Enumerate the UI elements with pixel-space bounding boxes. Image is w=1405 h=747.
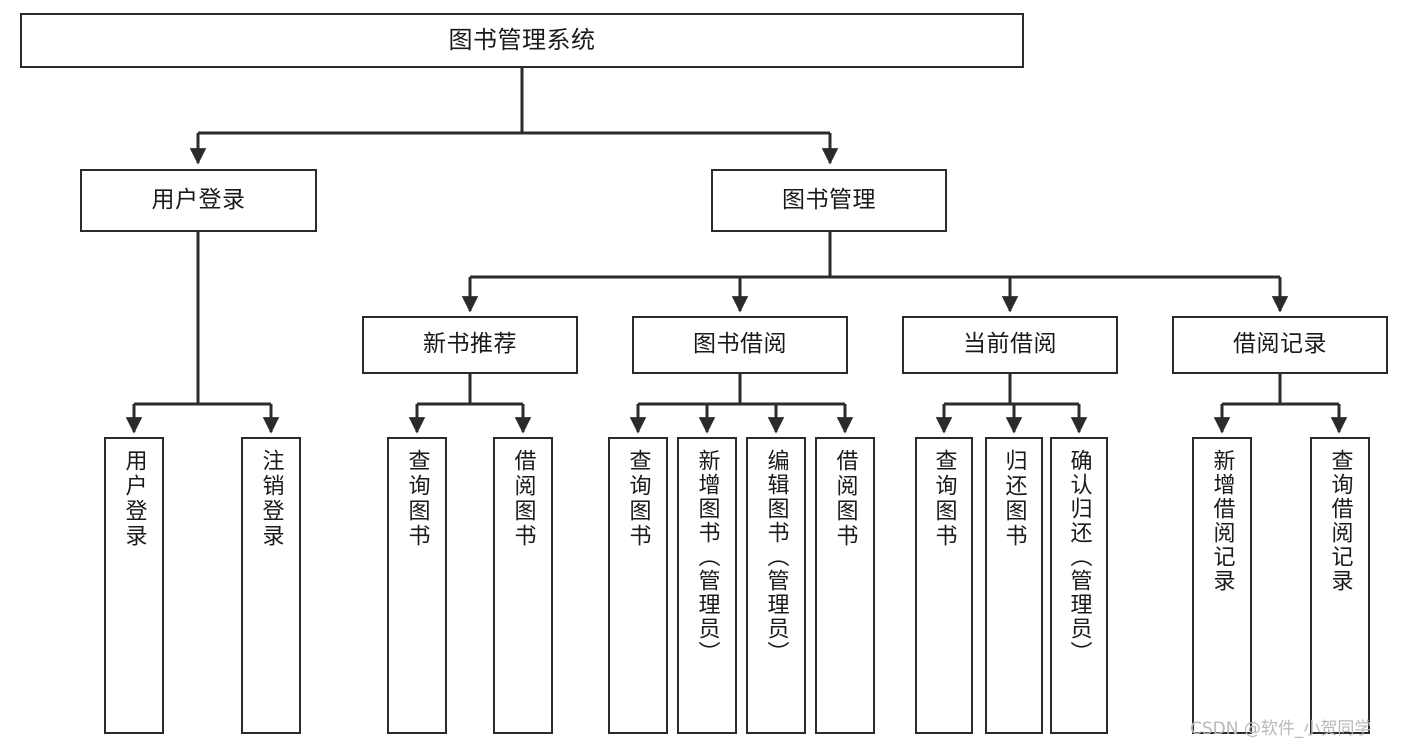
node-leaf-borrow-books-recommend[interactable]: 借阅图书 xyxy=(493,437,553,734)
node-root-book-management-system[interactable]: 图书管理系统 xyxy=(20,13,1024,68)
node-label: 图书管理 xyxy=(782,186,876,213)
node-label: 查询图书 xyxy=(625,449,651,549)
node-leaf-query-books[interactable]: 查询图书 xyxy=(608,437,668,734)
node-label: 查询图书 xyxy=(931,449,957,549)
node-leaf-return-books[interactable]: 归还图书 xyxy=(985,437,1043,734)
node-label: 新增图书（管理员） xyxy=(694,449,720,665)
node-leaf-query-borrow-record[interactable]: 查询借阅记录 xyxy=(1310,437,1370,734)
node-label: 编辑图书（管理员） xyxy=(763,449,789,665)
node-leaf-add-book-admin[interactable]: 新增图书（管理员） xyxy=(677,437,737,734)
node-leaf-logout[interactable]: 注销登录 xyxy=(241,437,301,734)
node-label: 借阅图书 xyxy=(510,449,536,549)
node-label: 确认归还（管理员） xyxy=(1066,449,1092,665)
node-label: 借阅记录 xyxy=(1233,331,1327,358)
node-label: 用户登录 xyxy=(151,186,246,213)
node-label: 用户登录 xyxy=(121,449,147,549)
node-label: 当前借阅 xyxy=(963,331,1057,358)
node-leaf-edit-book-admin[interactable]: 编辑图书（管理员） xyxy=(746,437,806,734)
node-book-management[interactable]: 图书管理 xyxy=(711,169,947,232)
node-label: 归还图书 xyxy=(1001,449,1027,549)
node-label: 查询借阅记录 xyxy=(1327,449,1353,593)
node-leaf-confirm-return-admin[interactable]: 确认归还（管理员） xyxy=(1050,437,1108,734)
node-new-book-recommend[interactable]: 新书推荐 xyxy=(362,316,578,374)
node-borrow-record[interactable]: 借阅记录 xyxy=(1172,316,1388,374)
node-current-borrow[interactable]: 当前借阅 xyxy=(902,316,1118,374)
csdn-watermark: CSDN @软件_小贺同学 xyxy=(1190,719,1372,739)
node-label: 图书管理系统 xyxy=(448,26,596,55)
node-label: 借阅图书 xyxy=(832,449,858,549)
node-label: 图书借阅 xyxy=(693,331,787,358)
node-leaf-user-login[interactable]: 用户登录 xyxy=(104,437,164,734)
node-label: 注销登录 xyxy=(258,449,284,549)
node-leaf-borrow-books[interactable]: 借阅图书 xyxy=(815,437,875,734)
node-label: 查询图书 xyxy=(404,449,430,549)
node-leaf-query-books-current[interactable]: 查询图书 xyxy=(915,437,973,734)
node-user-login[interactable]: 用户登录 xyxy=(80,169,317,232)
node-book-borrow[interactable]: 图书借阅 xyxy=(632,316,848,374)
node-label: 新增借阅记录 xyxy=(1209,449,1235,593)
node-label: 新书推荐 xyxy=(423,331,517,358)
node-leaf-add-borrow-record[interactable]: 新增借阅记录 xyxy=(1192,437,1252,734)
node-leaf-query-books-recommend[interactable]: 查询图书 xyxy=(387,437,447,734)
